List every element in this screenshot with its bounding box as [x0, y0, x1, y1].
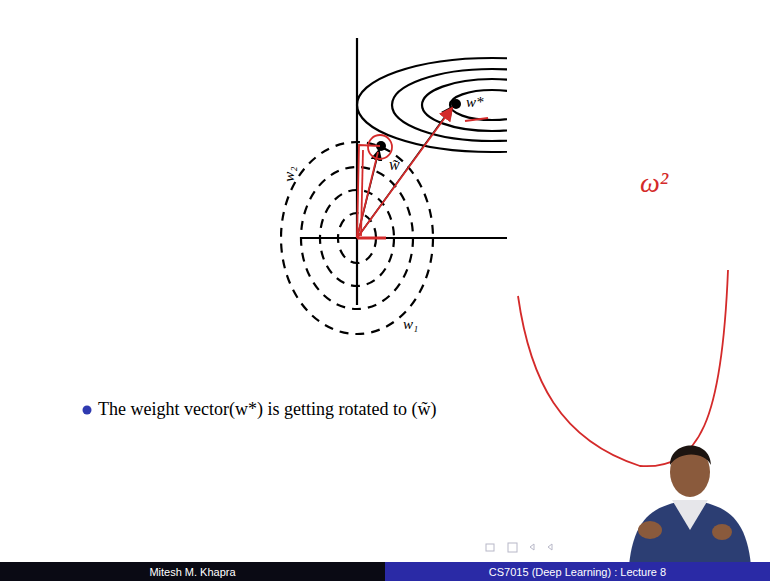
bullet-text: The weight vector(w*) is getting rotated… [98, 400, 436, 420]
nav-icons [486, 543, 552, 552]
bullet-dot [83, 406, 92, 415]
footer-author: Mitesh M. Khapra [149, 566, 235, 578]
presenter-image [628, 445, 752, 581]
footer-bar [385, 562, 770, 581]
contour-plot [281, 38, 507, 334]
footer-bar [0, 562, 385, 581]
vector-label: w̃ [389, 156, 400, 174]
vector-label: w* [466, 94, 484, 111]
footer-course: CS7015 (Deep Learning) : Lecture 8 [489, 566, 666, 578]
axis-label: w₂ [281, 167, 298, 182]
handwritten-note: ω² [640, 168, 668, 199]
axis-label: w₁ [403, 316, 418, 333]
